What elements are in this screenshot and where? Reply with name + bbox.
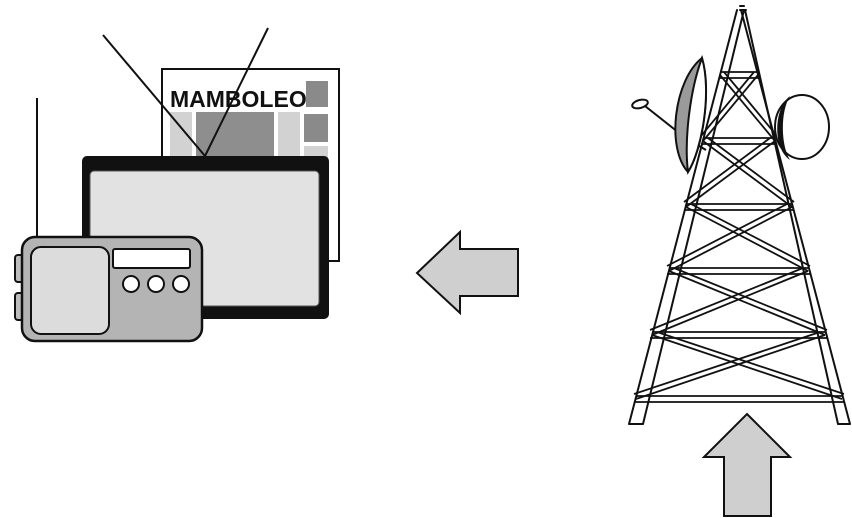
radio-knob: [123, 276, 139, 292]
transmission-tower-icon: [629, 6, 850, 424]
satellite-dish-icon: [631, 58, 706, 172]
media-group: MAMBOLEO: [15, 28, 339, 341]
radio-knob: [148, 276, 164, 292]
radio-display: [113, 249, 190, 268]
arrow-left-icon: [417, 232, 518, 313]
radio-knob: [173, 276, 189, 292]
newspaper-photo: [196, 112, 274, 160]
newspaper-photo-box: [306, 81, 328, 107]
arrow-up-icon: [704, 414, 790, 516]
microwave-antenna-icon: [775, 95, 829, 160]
radio-speaker: [31, 247, 109, 334]
